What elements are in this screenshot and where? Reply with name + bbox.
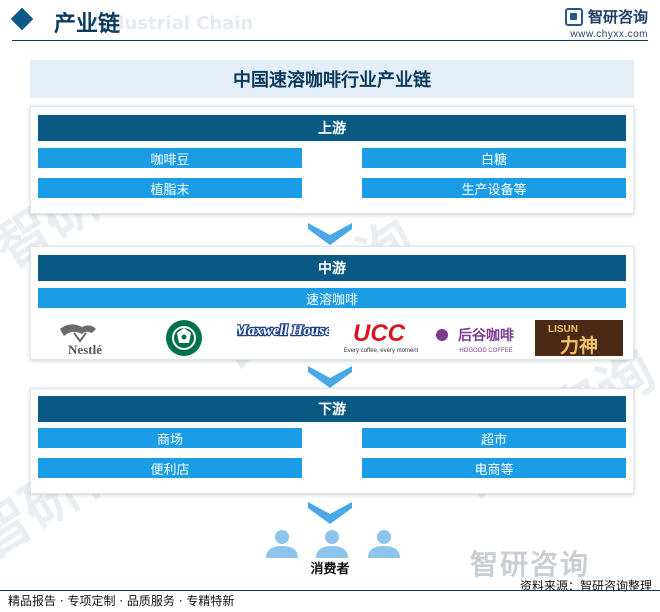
brand-logos: Nestlé Maxwell House UCC Every coffee, e… [38,319,626,357]
maxwell-house-text: Maxwell House [237,323,329,339]
brand-logo: 智研咨询 www.chyxx.com [564,6,648,40]
downstream-item: 便利店 [38,458,302,478]
logo-url: www.chyxx.com [570,29,648,40]
footer-slogan: 精品报告 · 专项定制 · 品质服务 · 专精特新 [8,594,235,608]
down-arrow-icon [308,366,352,388]
source-note: 资料来源：智研咨询整理 [519,579,652,593]
header-ghost-text: Industrial Chain [92,13,254,34]
midstream-header: 中游 [38,255,626,281]
hogood-text: 后谷咖啡 [458,327,514,344]
down-arrow-icon [308,502,352,524]
downstream-header: 下游 [38,396,626,422]
diamond-icon [10,7,34,31]
person-icon [316,530,348,558]
upstream-header: 上游 [38,115,626,141]
lisun-logo: LISUN 力神 [531,319,626,357]
starbucks-logo [137,319,232,357]
footer-watermark: 智研咨询 [470,548,591,581]
hogood-logo: 后谷咖啡 HOGOOD COFFEE [433,319,528,357]
midstream-product: 速溶咖啡 [38,288,626,308]
consumer-label: 消费者 [310,562,350,577]
maxwell-house-logo: Maxwell House [235,319,330,357]
header-divider [12,40,648,41]
lisun-cn-text: 力神 [560,334,598,357]
ucc-text: UCC [353,320,406,347]
logo-name: 智研咨询 [587,8,648,26]
downstream-item: 商场 [38,428,302,448]
page-title: 产业链 [54,12,121,37]
person-icon [368,530,400,558]
midstream-section: 中游 速溶咖啡 Nestlé Maxwell House [30,246,634,360]
ucc-logo: UCC Every coffee, every moment [334,319,429,357]
logo-icon [564,7,583,26]
downstream-item: 电商等 [362,458,626,478]
nestle-logo: Nestlé [38,319,133,357]
upstream-section: 上游 咖啡豆 白糖 植脂末 生产设备等 [30,106,634,214]
upstream-item: 植脂末 [38,178,302,198]
diagram-title: 中国速溶咖啡行业产业链 [30,60,634,98]
upstream-item: 生产设备等 [362,178,626,198]
person-icon [266,530,298,558]
upstream-item: 咖啡豆 [38,148,302,168]
page-header: Industrial Chain 产业链 智研咨询 www.chyxx.com [0,0,660,46]
ucc-tagline: Every coffee, every moment [344,348,419,354]
downstream-item: 超市 [362,428,626,448]
footer-divider [0,590,660,591]
upstream-item: 白糖 [362,148,626,168]
down-arrow-icon [308,223,352,245]
downstream-section: 下游 商场 超市 便利店 电商等 [30,388,634,494]
nestle-text: Nestlé [68,342,102,357]
lisun-text: LISUN [548,324,578,335]
hogood-tagline: HOGOOD COFFEE [459,348,512,354]
